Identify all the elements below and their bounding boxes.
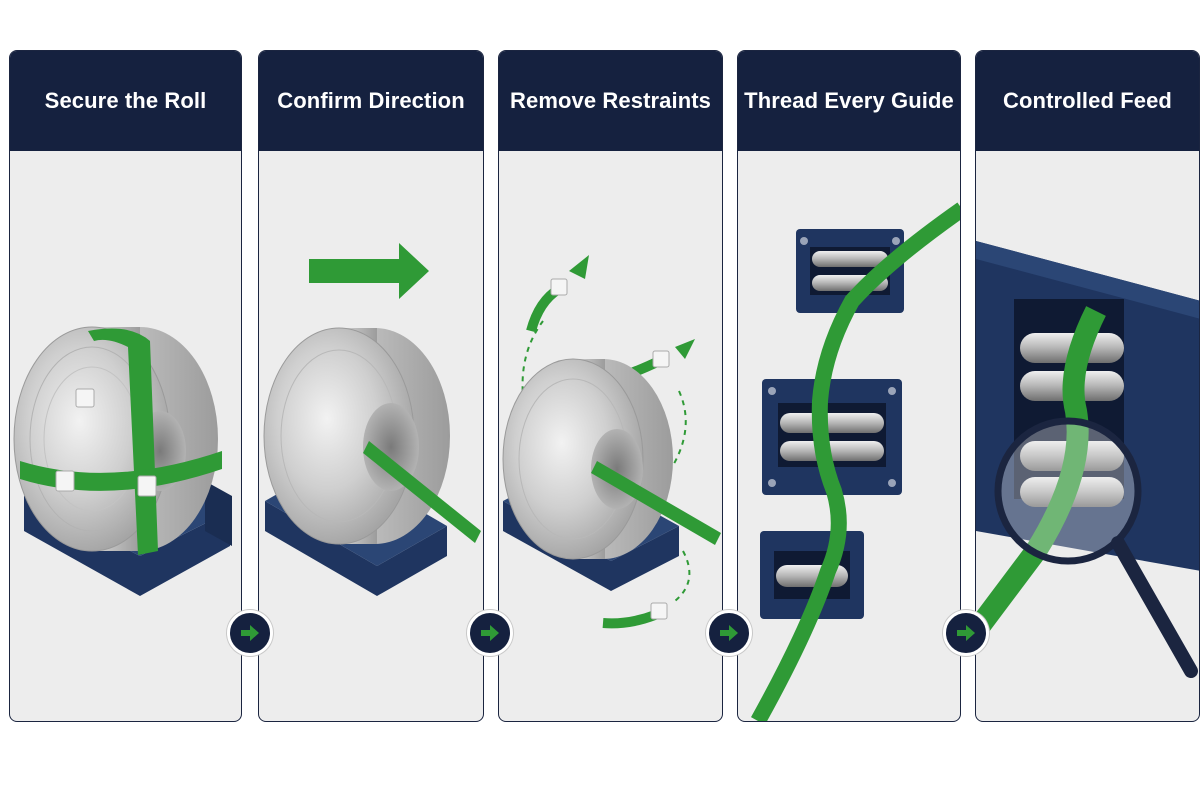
magnifier-icon xyxy=(994,417,1142,565)
strapped-coil-illustration xyxy=(13,326,232,596)
arrow-right-icon xyxy=(481,625,499,641)
step-title-bar: Secure the Roll xyxy=(10,51,241,151)
step-panel-3: Remove Restraints xyxy=(498,50,723,722)
step-title-bar: Remove Restraints xyxy=(499,51,722,151)
arrow-right-icon xyxy=(957,625,975,641)
step-title-bar: Confirm Direction xyxy=(259,51,483,151)
next-step-button[interactable] xyxy=(467,610,513,656)
step-title: Confirm Direction xyxy=(277,88,465,113)
step-title-bar: Thread Every Guide xyxy=(738,51,960,151)
coil-direction-illustration xyxy=(263,243,481,596)
roller-guides-illustration xyxy=(751,202,960,721)
step-panel-5: Controlled Feed xyxy=(975,50,1200,722)
direction-arrow-icon xyxy=(309,243,429,299)
step-title: Controlled Feed xyxy=(1003,88,1172,113)
controlled-feed-illustration xyxy=(976,241,1199,678)
arrow-right-icon xyxy=(720,625,738,641)
step-panel-4: Thread Every Guide xyxy=(737,50,961,722)
step-title: Secure the Roll xyxy=(44,88,207,113)
straps-removed-illustration xyxy=(502,255,721,629)
step-title-bar: Controlled Feed xyxy=(976,51,1199,151)
step-title: Remove Restraints xyxy=(510,88,711,113)
next-step-button[interactable] xyxy=(943,610,989,656)
arrow-right-icon xyxy=(241,625,259,641)
step-title: Thread Every Guide xyxy=(744,88,954,113)
step-panel-2: Confirm Direction xyxy=(258,50,484,722)
next-step-button[interactable] xyxy=(706,610,752,656)
next-step-button[interactable] xyxy=(227,610,273,656)
step-panel-1: Secure the Roll xyxy=(9,50,242,722)
